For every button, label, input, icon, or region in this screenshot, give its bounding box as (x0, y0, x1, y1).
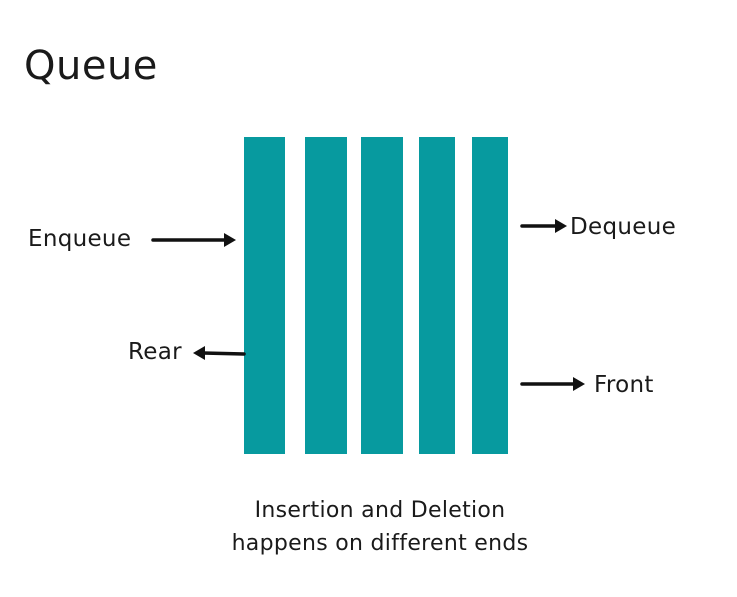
dequeue-label: Dequeue (570, 214, 677, 240)
dequeue-arrow-icon (520, 219, 567, 233)
front-label: Front (594, 372, 654, 398)
queue-slot-5 (472, 137, 508, 454)
enqueue-arrow-icon (151, 233, 236, 247)
queue-slot-2 (305, 137, 347, 454)
caption-line-2: happens on different ends (231, 531, 529, 556)
front-arrow-icon (520, 377, 585, 391)
caption-line-1: Insertion and Deletion (254, 498, 506, 523)
queue-slot-3 (361, 137, 403, 454)
rear-label: Rear (128, 339, 182, 365)
queue-slot-1 (244, 137, 285, 454)
rear-arrow-icon (193, 346, 246, 360)
enqueue-label: Enqueue (28, 226, 132, 252)
diagram-title: Queue (24, 43, 158, 89)
caption: Insertion and Deletion happens on differ… (180, 494, 580, 560)
queue-slot-4 (419, 137, 455, 454)
